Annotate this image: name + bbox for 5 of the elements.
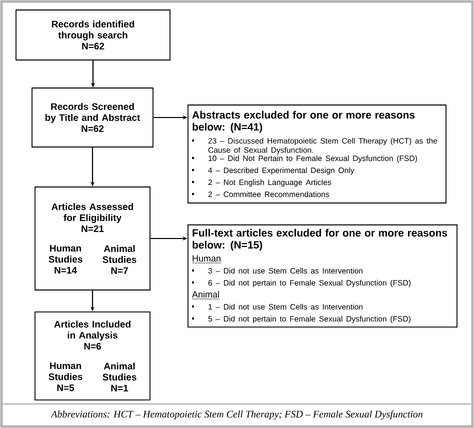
process-box: Records Screened by Title and Abstract N=62 bbox=[32, 88, 154, 148]
process-box: Records identified through search N=62 bbox=[16, 10, 170, 60]
process-box: Articles Assessed for Eligibility N=21 Human Studies N=14 Animal Studies N=7 bbox=[34, 186, 150, 290]
process-box: Articles Included in Analysis N=6 Human Studies N=5 Animal Studies N=1 bbox=[34, 312, 150, 400]
caption-text: Abbreviations: HCT – Hematopoietic Stem Cell Therapy; FSD – Female Sexual Dysfunction bbox=[50, 410, 422, 420]
